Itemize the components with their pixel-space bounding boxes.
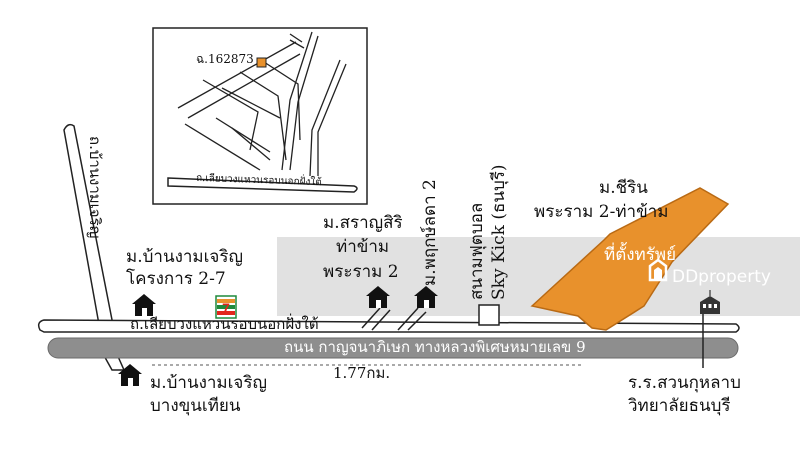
house-icon bbox=[132, 294, 156, 316]
football-field-line1: สนามฟุตบอล bbox=[467, 202, 487, 300]
football-field-line2: Sky Kick (ธนบุรี) bbox=[489, 164, 509, 300]
watermark-text: DDproperty bbox=[672, 267, 771, 287]
distance-label: 1.77กม. bbox=[333, 364, 391, 382]
ring-road bbox=[37, 319, 740, 333]
inset-plot-highlight bbox=[256, 57, 267, 68]
village-ban-ngam-charoen-bangkhuntien-line2: บางขุนเทียน bbox=[150, 396, 241, 416]
village-chirin-line2: พระราม 2-ท่าข้าม bbox=[534, 202, 669, 222]
svg-text:7: 7 bbox=[222, 300, 230, 316]
seven-eleven-icon: 7 bbox=[215, 295, 237, 319]
school-label-line1: ร.ร.สวนกุหลาบ bbox=[628, 373, 741, 393]
house-icon bbox=[118, 364, 142, 386]
football-field-square bbox=[478, 304, 500, 326]
property-polygon bbox=[530, 187, 730, 331]
inset-map bbox=[152, 27, 368, 205]
village-chirin-line1: ม.ชีริน bbox=[599, 178, 648, 198]
ring-road-label: ถ.เลียบวงแหวนรอบนอกฝั่งใต้ bbox=[130, 315, 319, 333]
school-icon bbox=[700, 290, 720, 314]
property-label: ที่ตั้งทรัพย์ bbox=[604, 245, 677, 265]
village-saran-siri-line2: ท่าข้าม bbox=[336, 237, 390, 257]
village-ban-ngam-charoen-27-line2: โครงการ 2-7 bbox=[126, 269, 226, 289]
inset-plot-label: ฉ.162873 bbox=[196, 52, 254, 66]
village-pruksa-label: ม.พฤกษ์ลดา 2 bbox=[420, 179, 440, 286]
house-icon bbox=[366, 286, 390, 308]
village-ban-ngam-charoen-bangkhuntien-line1: ม.บ้านงามเจริญ bbox=[150, 373, 268, 393]
main-road-label: ถนน กาญจนาภิเษก ทางหลวงพิเศษหมายเลข 9 bbox=[284, 338, 586, 356]
school-label-line2: วิทยาลัยธนบุรี bbox=[628, 396, 731, 416]
connector-roads bbox=[361, 307, 427, 331]
house-icon bbox=[414, 286, 438, 308]
village-ban-ngam-charoen-27-line1: ม.บ้านงามเจริญ bbox=[126, 247, 244, 267]
ddproperty-logo-icon bbox=[648, 258, 668, 282]
village-saran-siri-line1: ม.สราญสิริ bbox=[323, 213, 403, 233]
main-road bbox=[47, 337, 739, 359]
village-saran-siri-line3: พระราม 2 bbox=[323, 262, 399, 282]
vertical-road-label: ถ.บ้านงามเจริญ bbox=[86, 136, 104, 239]
